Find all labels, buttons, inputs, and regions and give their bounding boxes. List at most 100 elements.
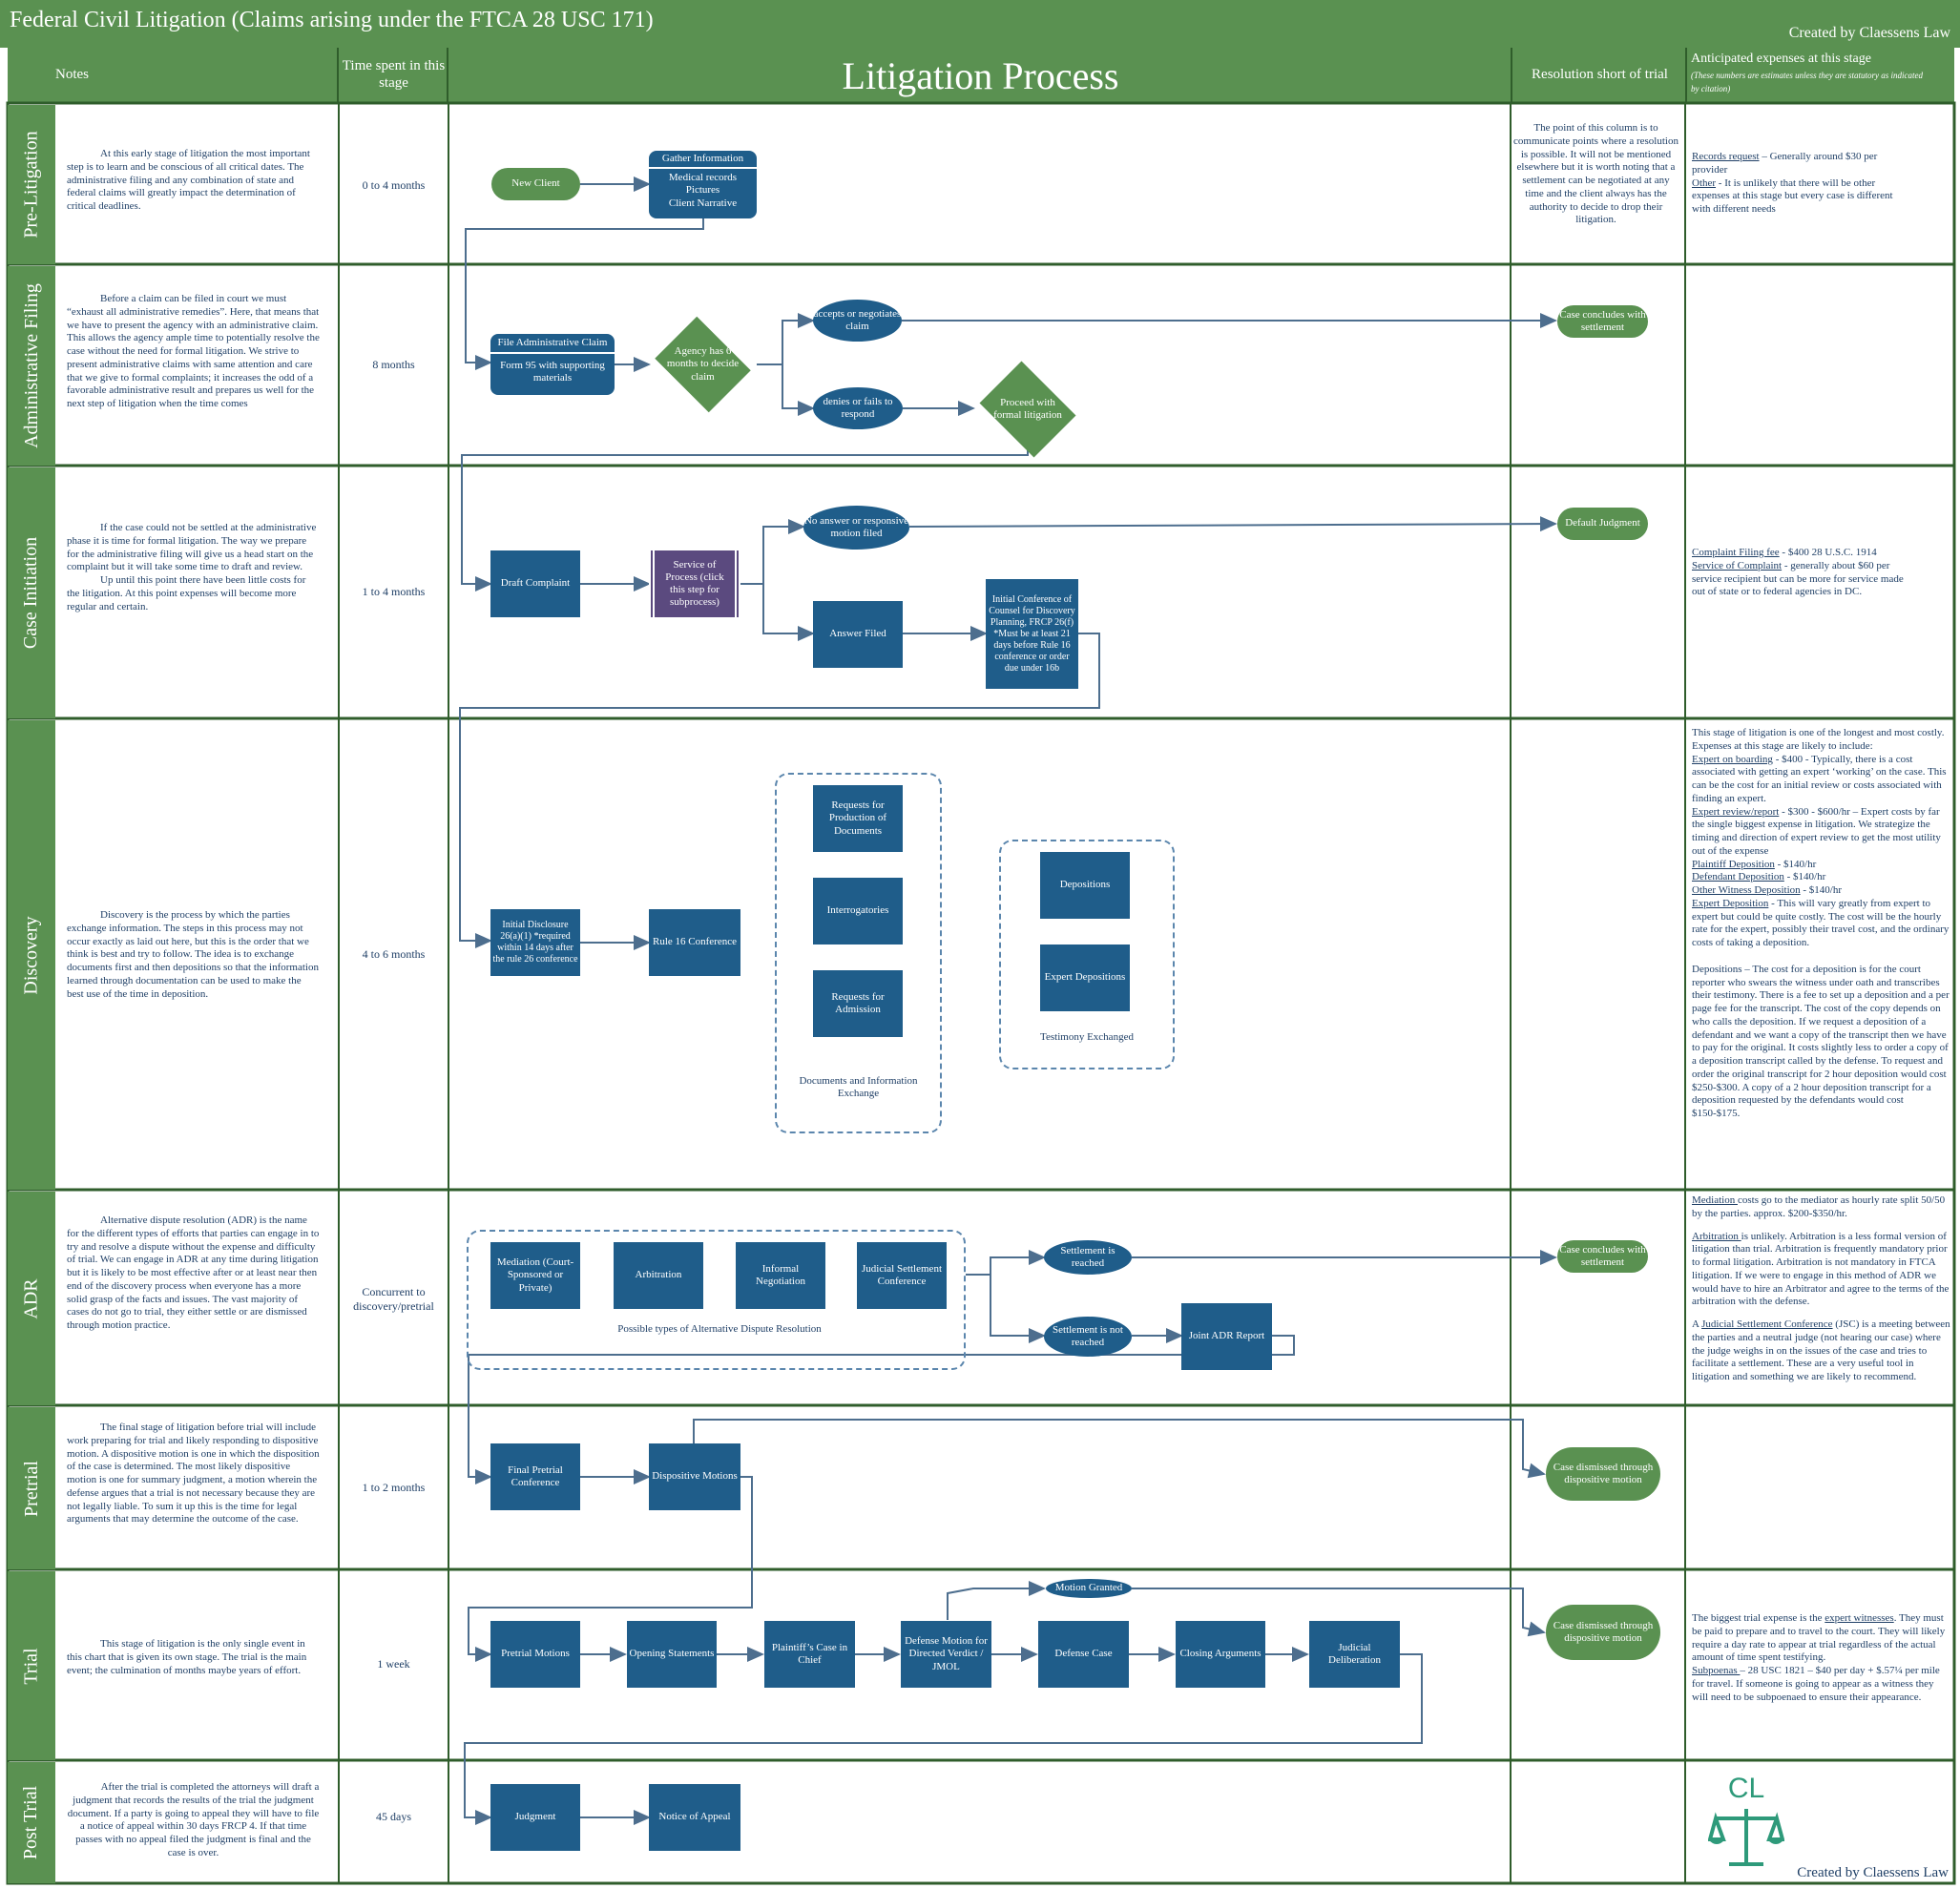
node-defense-motion[interactable]: Defense Motion for Directed Verdict / JM… bbox=[901, 1621, 991, 1688]
node-initial-disclosure[interactable]: Initial Disclosure 26(a)(1) *required wi… bbox=[490, 909, 580, 976]
expense-expert-witnesses: The biggest trial expense is the expert … bbox=[1692, 1612, 1946, 1664]
node-gather-body: Medical records Pictures Client Narrativ… bbox=[668, 172, 738, 209]
time-post-trial: 45 days bbox=[376, 1810, 411, 1823]
node-rule16-conference[interactable]: Rule 16 Conference bbox=[649, 909, 740, 976]
notes-pre-litigation: At this early stage of litigation the mo… bbox=[67, 148, 310, 212]
expenses-trial: The biggest trial expense is the expert … bbox=[1692, 1612, 1951, 1704]
col-time-label: Time spent in this stage bbox=[342, 58, 446, 91]
node-motion-granted[interactable]: Motion Granted bbox=[1046, 1579, 1132, 1598]
node-case-concludes-settlement-2[interactable]: Case concludes with settlement bbox=[1557, 1240, 1648, 1273]
expense-complaint-filing: Complaint Filing fee - $400 28 U.S.C. 19… bbox=[1692, 547, 1877, 558]
col-header-time: Time spent in this stage bbox=[339, 48, 448, 103]
col-notes-label: Notes bbox=[55, 67, 89, 82]
notes-adr: Alternative dispute resolution (ADR) is … bbox=[67, 1214, 320, 1331]
notes-case-initiation-p1: If the case could not be settled at the … bbox=[67, 522, 317, 573]
node-dispositive-motions[interactable]: Dispositive Motions bbox=[649, 1443, 740, 1510]
node-defense-case[interactable]: Defense Case bbox=[1038, 1621, 1129, 1688]
node-expert-depositions[interactable]: Expert Depositions bbox=[1040, 944, 1130, 1011]
node-judicial-settlement-conference[interactable]: Judicial Settlement Conference bbox=[857, 1242, 947, 1309]
col-header-notes: Notes bbox=[8, 48, 339, 103]
group-documents-caption: Documents and Information Exchange bbox=[799, 1075, 918, 1100]
col-header-resolution: Resolution short of trial bbox=[1512, 48, 1687, 103]
logo: CL bbox=[1708, 1773, 1784, 1873]
expense-service-of-complaint: Service of Complaint - generally about $… bbox=[1692, 559, 1904, 598]
notes-administrative-filing: Before a claim can be filed in court we … bbox=[67, 293, 320, 409]
node-case-dismissed-2[interactable]: Case dismissed through dispositive motio… bbox=[1546, 1605, 1660, 1660]
expense-discovery-intro: This stage of litigation is one of the l… bbox=[1692, 727, 1945, 752]
node-default-judgment[interactable]: Default Judgment bbox=[1557, 508, 1648, 540]
node-file-administrative-claim[interactable]: File Administrative Claim Form 95 with s… bbox=[490, 334, 615, 395]
node-depositions[interactable]: Depositions bbox=[1040, 852, 1130, 919]
group-documents-exchange bbox=[775, 773, 942, 1133]
group-testimony-exchanged bbox=[999, 840, 1175, 1069]
node-closing-arguments[interactable]: Closing Arguments bbox=[1176, 1621, 1265, 1688]
node-settlement-not-reached[interactable]: Settlement is not reached bbox=[1044, 1317, 1132, 1357]
expenses-case-initiation: Complaint Filing fee - $400 28 U.S.C. 19… bbox=[1692, 547, 1919, 599]
node-gather-information[interactable]: Gather Information Medical records Pictu… bbox=[649, 151, 757, 218]
col-header-process: Litigation Process bbox=[448, 48, 1512, 103]
time-trial: 1 week bbox=[377, 1657, 410, 1671]
col-expenses-label: Anticipated expenses at this stage bbox=[1691, 52, 1871, 66]
node-proceed-formal-text: Proceed with formal litigation bbox=[993, 396, 1062, 421]
node-no-answer[interactable]: No answer or responsive motion filed bbox=[803, 506, 909, 550]
node-final-pretrial-conference[interactable]: Final Pretrial Conference bbox=[490, 1443, 580, 1510]
expense-defendant-deposition: Defendant Deposition - $140/hr bbox=[1692, 871, 1826, 883]
node-opening-statements[interactable]: Opening Statements bbox=[627, 1621, 717, 1688]
node-case-concludes-settlement-1[interactable]: Case concludes with settlement bbox=[1557, 305, 1648, 338]
node-proceed-formal[interactable]: Proceed with formal litigation bbox=[973, 361, 1082, 458]
expense-records-request: Records request – Generally around $30 p… bbox=[1692, 151, 1878, 176]
expense-expert-deposition: Expert Deposition - This will vary great… bbox=[1692, 897, 1950, 948]
node-case-dismissed-1[interactable]: Case dismissed through dispositive motio… bbox=[1546, 1447, 1660, 1501]
col-expenses-sub: (These numbers are estimates unless they… bbox=[1691, 71, 1924, 94]
lane-label-case-initiation: Case Initiation bbox=[8, 467, 55, 718]
node-service-of-process[interactable]: Service of Process (click this step for … bbox=[649, 550, 740, 617]
expense-depositions-note: Depositions – The cost for a deposition … bbox=[1692, 963, 1950, 1119]
node-new-client[interactable]: New Client bbox=[491, 168, 580, 200]
expense-expert-review: Expert review/report - $300 - $600/hr – … bbox=[1692, 805, 1941, 857]
time-administrative-filing: 8 months bbox=[372, 358, 415, 371]
node-notice-of-appeal[interactable]: Notice of Appeal bbox=[649, 1784, 740, 1851]
node-joint-adr-report[interactable]: Joint ADR Report bbox=[1181, 1303, 1272, 1370]
time-discovery: 4 to 6 months bbox=[362, 947, 426, 961]
node-requests-production[interactable]: Requests for Production of Documents bbox=[813, 785, 903, 852]
node-initial-conference[interactable]: Initial Conference of Counsel for Discov… bbox=[986, 579, 1078, 689]
node-answer-filed[interactable]: Answer Filed bbox=[813, 601, 903, 668]
lane-label-pre-litigation: Pre-Litigation bbox=[8, 105, 55, 264]
node-judicial-deliberation[interactable]: Judicial Deliberation bbox=[1309, 1621, 1400, 1688]
node-accepts-claim[interactable]: accepts or negotiates claim bbox=[813, 300, 902, 342]
notes-case-initiation-p2: Up until this point there have been litt… bbox=[67, 574, 306, 612]
node-interrogatories[interactable]: Interrogatories bbox=[813, 878, 903, 944]
group-adr-types bbox=[467, 1230, 966, 1370]
node-file-admin-body: Form 95 with supporting materials bbox=[500, 360, 605, 384]
node-draft-complaint[interactable]: Draft Complaint bbox=[490, 550, 580, 617]
notes-pretrial: The final stage of litigation before tri… bbox=[67, 1422, 320, 1526]
logo-letters: CL bbox=[1727, 1773, 1765, 1804]
node-mediation[interactable]: Mediation (Court-Sponsored or Private) bbox=[490, 1242, 580, 1309]
lane-label-trial: Trial bbox=[8, 1571, 55, 1760]
lane-label-discovery: Discovery bbox=[8, 720, 55, 1190]
node-gather-title: Gather Information bbox=[649, 151, 757, 170]
expense-jsc: A Judicial Settlement Conference (JSC) i… bbox=[1692, 1318, 1950, 1382]
expense-subpoenas: Subpoenas – 28 USC 1821 – $40 per day + … bbox=[1692, 1665, 1940, 1703]
node-judgment[interactable]: Judgment bbox=[490, 1784, 580, 1851]
lane-label-post-trial: Post Trial bbox=[8, 1762, 55, 1883]
notes-post-trial: After the trial is completed the attorne… bbox=[67, 1781, 320, 1858]
node-informal-negotiation[interactable]: Informal Negotiation bbox=[736, 1242, 825, 1309]
node-denies-claim[interactable]: denies or fails to respond bbox=[813, 387, 903, 429]
time-case-initiation: 1 to 4 months bbox=[362, 585, 426, 598]
node-file-admin-title: File Administrative Claim bbox=[490, 334, 615, 355]
chart-title: Federal Civil Litigation (Claims arising… bbox=[10, 8, 654, 32]
node-agency-decision-text: Agency has 6 months to decide claim bbox=[666, 345, 740, 383]
created-by-top: Created by Claessens Law bbox=[1788, 25, 1950, 41]
node-requests-admission[interactable]: Requests for Admission bbox=[813, 970, 903, 1037]
node-arbitration[interactable]: Arbitration bbox=[614, 1242, 703, 1309]
time-pretrial: 1 to 2 months bbox=[362, 1481, 426, 1494]
node-plaintiffs-case[interactable]: Plaintiff’s Case in Chief bbox=[764, 1621, 855, 1688]
node-pretrial-motions[interactable]: Pretrial Motions bbox=[490, 1621, 580, 1688]
node-settlement-reached[interactable]: Settlement is reached bbox=[1044, 1240, 1132, 1275]
node-agency-decision[interactable]: Agency has 6 months to decide claim bbox=[649, 316, 757, 413]
title-bar: Federal Civil Litigation (Claims arising… bbox=[0, 0, 1960, 48]
